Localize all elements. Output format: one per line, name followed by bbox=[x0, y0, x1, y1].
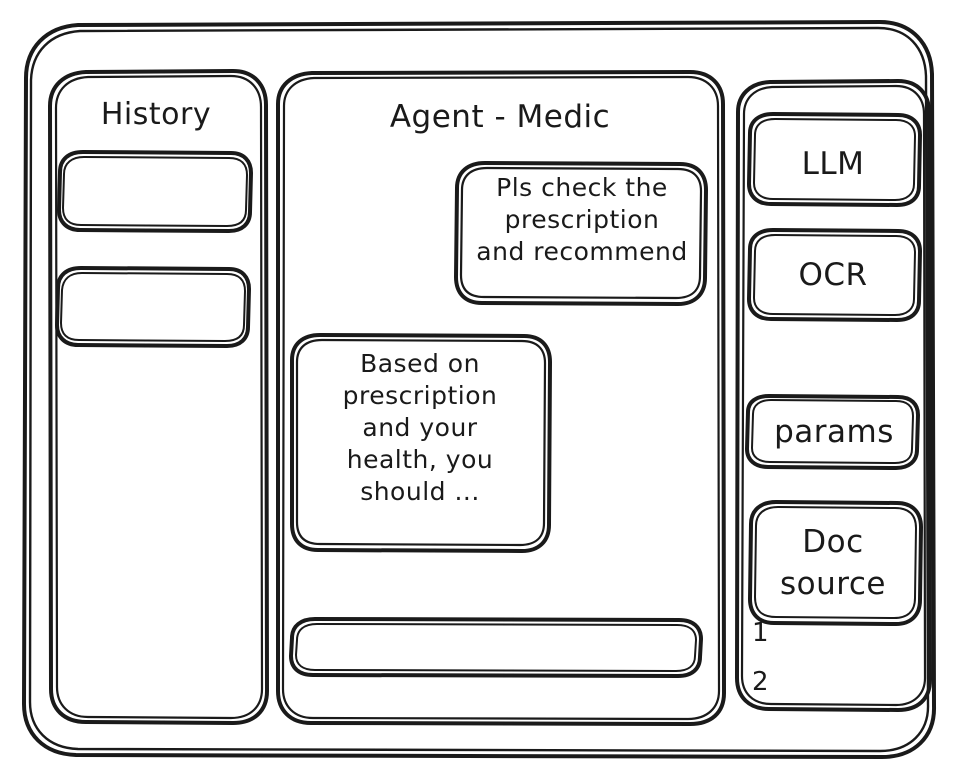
tool-llm-label: LLM bbox=[801, 146, 865, 182]
history-item-2[interactable] bbox=[56, 266, 251, 348]
assistant-message-text: Based on prescription and your health, y… bbox=[342, 349, 498, 506]
agent-panel-title: Agent - Medic bbox=[389, 99, 611, 135]
doc-source-item-2[interactable]: 2 bbox=[752, 667, 769, 697]
message-input[interactable] bbox=[290, 617, 702, 677]
assistant-message-bubble bbox=[290, 333, 552, 553]
history-item-1[interactable] bbox=[58, 150, 253, 232]
doc-source-item-1[interactable]: 1 bbox=[752, 618, 769, 648]
tool-doc-source-button[interactable] bbox=[749, 501, 923, 625]
tool-params-label: params bbox=[774, 414, 894, 450]
history-panel-title: History bbox=[100, 97, 212, 132]
tool-params-button[interactable] bbox=[746, 395, 920, 469]
tool-ocr-label: OCR bbox=[798, 257, 868, 293]
tool-llm-button[interactable] bbox=[748, 113, 922, 206]
tool-doc-source-label: Doc source bbox=[780, 524, 886, 602]
user-message-bubble bbox=[455, 161, 707, 306]
tool-ocr-button[interactable] bbox=[748, 229, 922, 321]
user-message-text: Pls check the prescription and recommend bbox=[476, 173, 688, 266]
